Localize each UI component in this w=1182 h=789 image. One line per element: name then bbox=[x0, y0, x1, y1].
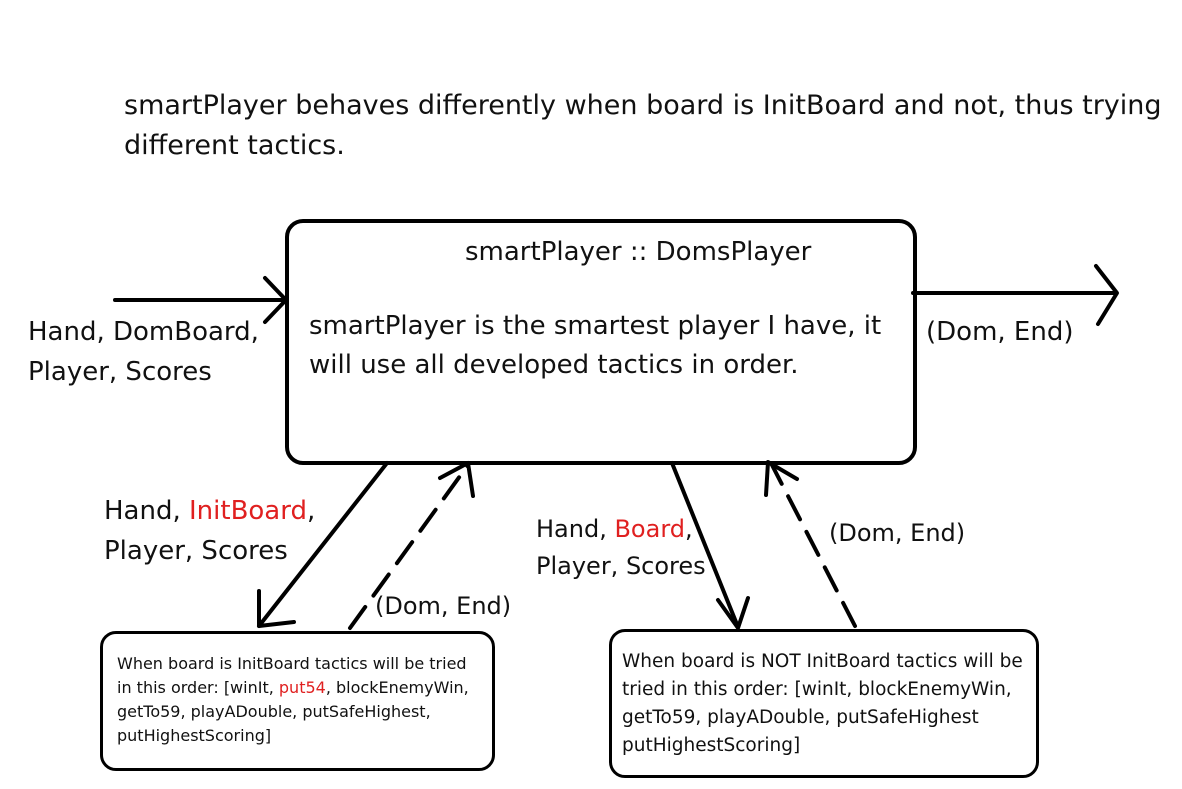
board-highlight: Board bbox=[614, 515, 686, 543]
right-return-arrow-shaft bbox=[770, 463, 857, 628]
right-call-label-line-2: Player, Scores bbox=[536, 552, 706, 580]
left-call-label-line-1: Hand, InitBoard, bbox=[104, 491, 315, 531]
initboard-tactics-line-1: When board is InitBoard tactics will be … bbox=[117, 654, 467, 673]
right-return-arrow-head bbox=[764, 460, 799, 497]
input-label: Hand, DomBoard, Player, Scores bbox=[28, 312, 259, 392]
right-call-label: Hand, Board, Player, Scores bbox=[536, 511, 706, 585]
heading-line-2: different tactics. bbox=[124, 130, 345, 161]
not-initboard-tactics-box: When board is NOT InitBoard tactics will… bbox=[609, 629, 1039, 778]
left-call-label-text: Hand, bbox=[104, 496, 189, 526]
right-call-label-comma: , bbox=[685, 515, 693, 543]
not-initboard-tactics-line-3: getTo59, playADouble, putSafeHighest bbox=[622, 707, 979, 728]
smartplayer-box-body-line-1: smartPlayer is the smartest player I hav… bbox=[309, 311, 882, 341]
heading-line-1: smartPlayer behaves differently when boa… bbox=[124, 90, 1162, 121]
left-call-label-line-2: Player, Scores bbox=[104, 536, 288, 566]
output-label: (Dom, End) bbox=[926, 317, 1074, 347]
put54-highlight: put54 bbox=[278, 678, 326, 697]
left-call-arrow-shaft bbox=[257, 461, 389, 628]
left-call-label: Hand, InitBoard, Player, Scores bbox=[104, 491, 315, 571]
smartplayer-box-title: smartPlayer :: DomsPlayer bbox=[465, 237, 812, 267]
initboard-tactics-line-2-start: in this order: [winIt, bbox=[117, 678, 279, 697]
initboard-tactics-line-2: in this order: [winIt, put54, blockEnemy… bbox=[117, 676, 469, 700]
initboard-tactics-line-2-end: , blockEnemyWin, bbox=[325, 678, 469, 697]
not-initboard-tactics-line-4: putHighestScoring] bbox=[622, 735, 801, 756]
initboard-tactics-box: When board is InitBoard tactics will be … bbox=[100, 631, 495, 771]
not-initboard-tactics-line-1: When board is NOT InitBoard tactics will… bbox=[622, 651, 1023, 672]
smartplayer-box-body: smartPlayer is the smartest player I hav… bbox=[309, 307, 881, 385]
right-call-arrow-shaft bbox=[670, 461, 740, 629]
left-call-label-comma: , bbox=[306, 496, 316, 526]
right-call-label-text: Hand, bbox=[536, 515, 615, 543]
right-call-arrow-head bbox=[716, 596, 750, 630]
initboard-tactics-text: When board is InitBoard tactics will be … bbox=[117, 652, 469, 748]
not-initboard-tactics-line-2: tried in this order: [winIt, blockEnemyW… bbox=[622, 679, 1012, 700]
not-initboard-tactics-text: When board is NOT InitBoard tactics will… bbox=[622, 648, 1023, 760]
initboard-tactics-line-4: putHighestScoring] bbox=[117, 726, 272, 745]
left-return-arrow-shaft bbox=[348, 463, 470, 630]
input-label-line-2: Player, Scores bbox=[28, 357, 212, 387]
left-call-arrow-head bbox=[257, 589, 296, 628]
initboard-tactics-line-3: getTo59, playADouble, putSafeHighest, bbox=[117, 702, 431, 721]
input-label-line-1: Hand, DomBoard, bbox=[28, 317, 259, 347]
right-call-label-line-1: Hand, Board, bbox=[536, 511, 706, 548]
heading: smartPlayer behaves differently when boa… bbox=[124, 86, 1162, 166]
right-return-label: (Dom, End) bbox=[829, 519, 966, 547]
smartplayer-box: smartPlayer :: DomsPlayer smartPlayer is… bbox=[285, 219, 917, 465]
left-return-label: (Dom, End) bbox=[375, 592, 512, 620]
smartplayer-box-body-line-2: will use all developed tactics in order. bbox=[309, 350, 799, 380]
output-arrow-head bbox=[1094, 264, 1119, 326]
initboard-highlight: InitBoard bbox=[189, 496, 307, 526]
